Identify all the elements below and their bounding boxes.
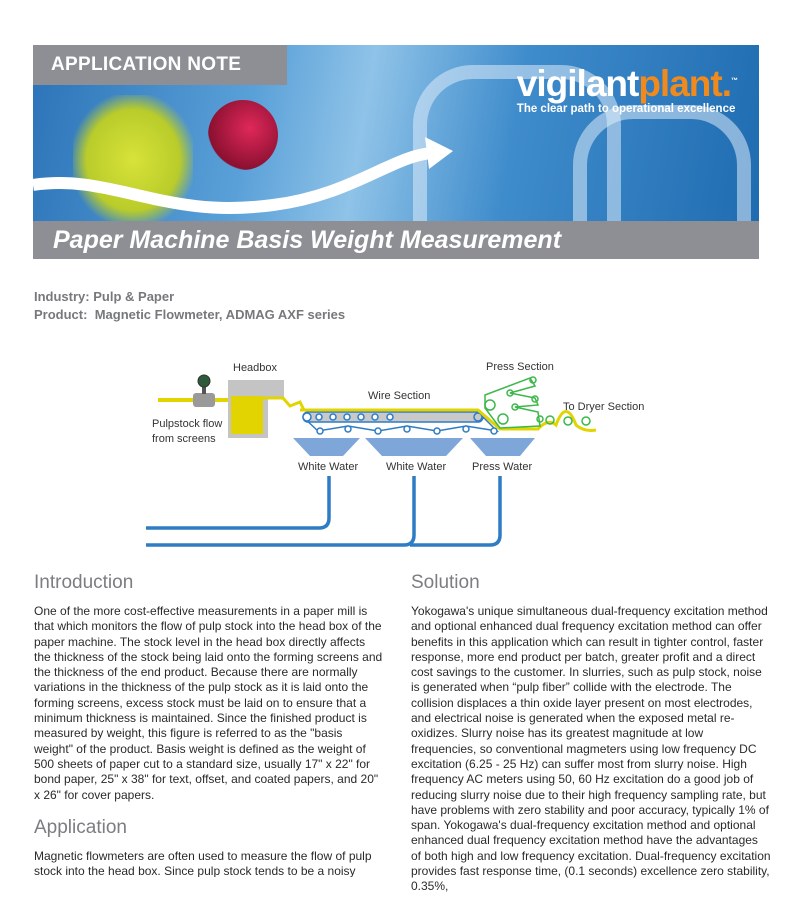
flowmeter-icon — [193, 374, 215, 407]
label-press-section: Press Section — [486, 361, 554, 373]
press-section — [484, 376, 591, 429]
product-row: Product: Magnetic Flowmeter, ADMAG AXF s… — [34, 306, 345, 324]
solution-body: Yokogawa's unique simultaneous dual-freq… — [411, 604, 771, 894]
paper-machine-diagram: Headbox Pulpstock flow from screens Wire… — [146, 361, 644, 547]
intro-body: One of the more cost-effective measureme… — [34, 604, 383, 802]
logo-text: vigilant — [516, 63, 640, 104]
intro-heading: Introduction — [34, 572, 134, 593]
vigilantplant-logo: vigilantplant.™ The clear path to operat… — [516, 63, 738, 115]
application-heading: Application — [34, 816, 127, 838]
left-column: Introduction One of the more cost-effect… — [34, 572, 384, 877]
label-wire-section: Wire Section — [368, 390, 430, 402]
solution-heading: Solution — [411, 572, 480, 593]
water-trays — [293, 438, 535, 456]
headbox-icon — [228, 380, 306, 438]
label-headbox: Headbox — [233, 362, 278, 374]
product-label: Product: — [34, 307, 88, 322]
industry-value: Pulp & Paper — [93, 289, 175, 304]
label-pulpstock-1: Pulpstock flow — [152, 418, 222, 430]
wire-section — [302, 411, 500, 435]
label-white-water-1: White Water — [298, 461, 358, 473]
industry-row: Industry: Pulp & Paper — [34, 288, 345, 306]
application-note-badge: APPLICATION NOTE — [33, 45, 287, 85]
label-press-water: Press Water — [472, 461, 532, 473]
label-dryer-section: To Dryer Section — [563, 401, 644, 413]
label-pulpstock-2: from screens — [152, 433, 216, 445]
right-column: Solution Yokogawa's unique simultaneous … — [411, 572, 771, 909]
banner-photo-helmet — [208, 100, 278, 170]
banner-photo-pipe — [573, 105, 751, 259]
logo-tagline: The clear path to operational excellence — [516, 103, 736, 115]
trademark: ™ — [731, 77, 738, 85]
header-banner: APPLICATION NOTE vigilantplant.™ The cle… — [33, 45, 759, 259]
arrow-swoosh-icon — [33, 137, 453, 214]
application-body: Magnetic flowmeters are often used to me… — [34, 848, 372, 877]
meta-info: Industry: Pulp & Paper Product: Magnetic… — [34, 288, 345, 324]
logo-text-accent: plant. — [638, 63, 732, 104]
label-white-water-2: White Water — [386, 461, 446, 473]
product-value: Magnetic Flowmeter, ADMAG AXF series — [94, 307, 346, 322]
water-return-pipes — [146, 476, 502, 547]
page-title: Paper Machine Basis Weight Measurement — [33, 221, 759, 259]
industry-label: Industry: — [34, 289, 90, 304]
paper-web-line — [300, 408, 597, 432]
